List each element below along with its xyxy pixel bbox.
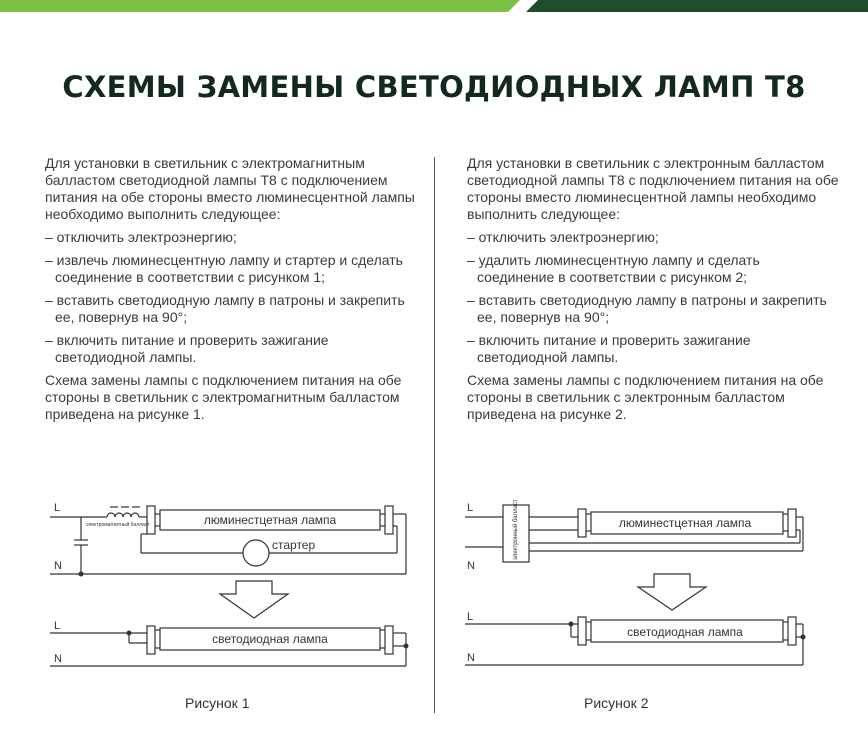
- left-instructions: Для установки в светильник с электромагн…: [45, 155, 417, 429]
- right-step-2: – удалить люминесцентную лампу и сделать…: [467, 252, 760, 285]
- left-step-3: – вставить светодиодную лампу в патроны …: [45, 292, 405, 325]
- figure-2-caption: Рисунок 2: [584, 695, 649, 711]
- wiring-diagram-2: L N электронный балласт люминестцетная л…: [465, 499, 806, 666]
- column-divider: [434, 157, 435, 713]
- top-bar-dark-green: [526, 0, 868, 12]
- right-step-3: – вставить светодиодную лампу в патроны …: [467, 292, 827, 325]
- top-bar-light-green: [0, 0, 520, 12]
- diagram2-L-label: L: [467, 502, 473, 514]
- arrow-down-icon: [636, 573, 708, 611]
- wiring-diagram-1: L N электромагнитный балласт люминестцет…: [50, 502, 409, 667]
- diagram1-ballast-label: электромагнитный балласт: [86, 521, 150, 528]
- diagram2-old-lamp-label: люминестцетная лампа: [619, 516, 752, 530]
- diagram1-N2-label: N: [54, 653, 62, 665]
- diagram1-starter-label: стартер: [272, 538, 315, 552]
- diagram1-old-lamp-label: люминестцетная лампа: [204, 513, 337, 527]
- figure-1-caption: Рисунок 1: [185, 695, 250, 711]
- left-step-2: – извлечь люминесцентную лампу и стартер…: [45, 252, 403, 285]
- page-title: СХЕМЫ ЗАМЕНЫ СВЕТОДИОДНЫХ ЛАМП Т8: [62, 70, 806, 104]
- diagram2-led-lamp-label: светодиодная лампа: [627, 625, 743, 639]
- diagram2-ballast-label: электронный балласт: [512, 499, 519, 560]
- right-step-1: – отключить электроэнергию;: [467, 229, 659, 245]
- left-step-4: – включить питание и проверить зажигание…: [45, 332, 329, 365]
- right-instructions: Для установки в светильник с электронным…: [467, 155, 839, 429]
- diagram1-L-label: L: [54, 502, 60, 514]
- left-intro: Для установки в светильник с электромагн…: [45, 155, 415, 222]
- right-step-4: – включить питание и проверить зажигание…: [467, 332, 751, 365]
- left-step-1: – отключить электроэнергию;: [45, 229, 237, 245]
- diagram2-N2-label: N: [467, 652, 475, 664]
- diagram1-L2-label: L: [54, 620, 60, 632]
- diagram1-N-label: N: [54, 560, 62, 572]
- right-outro: Схема замены лампы с подключением питани…: [467, 372, 824, 422]
- diagram1-led-lamp-label: светодиодная лампа: [212, 632, 328, 646]
- left-outro: Схема замены лампы с подключением питани…: [45, 372, 402, 422]
- diagram2-N-label: N: [467, 560, 475, 572]
- arrow-down-icon: [218, 580, 290, 619]
- top-accent-bar: [0, 0, 868, 12]
- diagram2-L2-label: L: [467, 611, 473, 623]
- right-intro: Для установки в светильник с электронным…: [467, 155, 839, 222]
